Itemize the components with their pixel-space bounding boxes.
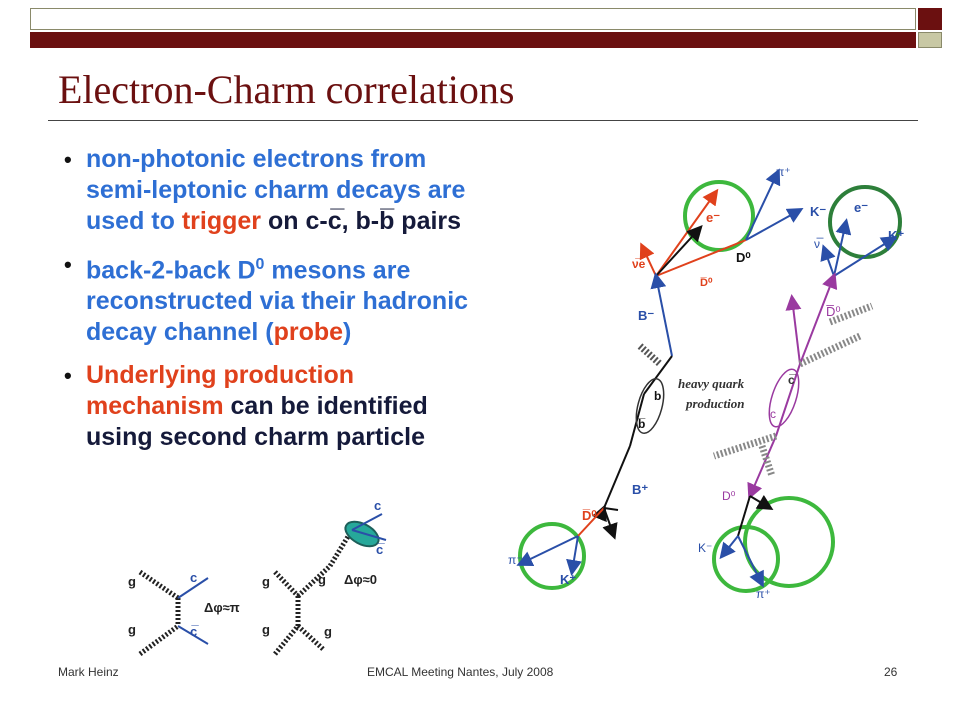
jet-cone <box>344 520 380 548</box>
track <box>591 445 631 523</box>
detection-circle <box>743 496 835 588</box>
header-band-square <box>918 32 942 48</box>
particle-label: K⁺ <box>888 228 904 243</box>
track <box>737 535 764 588</box>
gluon-line <box>296 624 326 652</box>
label-g: g <box>262 574 270 589</box>
gluon-hatch <box>712 432 778 460</box>
label-g: g <box>128 574 136 589</box>
probe-highlight: probe <box>273 318 344 347</box>
track <box>745 208 804 241</box>
particle-label: D̅⁰ <box>582 508 597 523</box>
track <box>749 494 774 511</box>
bullet-item: • non-photonic electrons from semi-lepto… <box>64 145 466 235</box>
slide-title: Electron-Charm correlations <box>58 67 515 112</box>
track <box>650 272 673 357</box>
header-band-bottom <box>30 32 916 48</box>
particle-label: π⁺ <box>776 165 791 179</box>
track <box>833 235 898 277</box>
particle-label: π⁺ <box>756 587 771 601</box>
track <box>566 535 582 576</box>
particle-label: e⁻ <box>706 210 720 225</box>
trigger-highlight: trigger <box>181 207 262 235</box>
b-ellipse <box>635 378 665 434</box>
particle-label: b <box>654 389 661 403</box>
header-accent-square <box>918 8 942 30</box>
header-band-top <box>30 8 916 30</box>
feynman-diagrams: g g c c̅ Δφ≈π c c̅ g g g g Δφ≈0 <box>128 498 387 657</box>
bullet-list: • non-photonic electrons from semi-lepto… <box>60 144 540 465</box>
bullet-dot-icon: • <box>64 363 72 389</box>
gluon-hatch <box>637 343 663 367</box>
particle-label: B⁺ <box>632 482 648 497</box>
bullet-dot-icon: • <box>64 147 72 172</box>
track <box>799 272 838 365</box>
gluon-hatch <box>828 302 874 326</box>
particle-label: K⁻ <box>698 541 712 555</box>
label-c: c <box>190 570 197 585</box>
track <box>655 239 747 277</box>
gluon-line <box>273 624 300 656</box>
page-number: 26 <box>884 665 898 679</box>
footer-event: EMCAL Meeting Nantes, July 2008 <box>367 665 554 679</box>
track <box>603 507 619 511</box>
particle-label: D̅⁰ <box>826 304 841 319</box>
track <box>655 225 703 277</box>
charm-line <box>351 529 387 541</box>
label-heavy-quark: heavy quark <box>678 376 745 391</box>
particle-label: B⁻ <box>638 308 654 323</box>
track <box>643 355 673 395</box>
track <box>833 218 852 277</box>
footer-author: Mark Heinz <box>58 665 119 679</box>
label-g: g <box>262 622 270 637</box>
bullet-item: • back-2-back D0 mesons are reconstructe… <box>60 249 540 348</box>
track <box>516 535 579 566</box>
track <box>577 507 605 537</box>
track <box>737 495 751 537</box>
track <box>747 435 777 500</box>
particle-label: ν̅ <box>814 237 824 251</box>
charm-line <box>177 625 209 645</box>
decay-diagram: heavy quark production e⁻ ν̅e D̅⁰ D⁰ π⁺ … <box>508 165 904 601</box>
gluon-hatch <box>758 444 776 478</box>
particle-label: π⁻ <box>508 553 523 567</box>
label-dphi-pi: Δφ≈π <box>204 600 240 615</box>
particle-label: D̅⁰ <box>700 277 713 289</box>
bullet-item: • Underlying production mechanism can be… <box>64 361 428 452</box>
track <box>820 244 836 277</box>
particle-label: K⁻ <box>810 204 826 219</box>
gluon-line <box>273 570 300 598</box>
track <box>602 507 618 540</box>
label-cbar: c̅ <box>376 542 385 557</box>
track <box>785 294 802 365</box>
particle-label: b̅ <box>638 417 646 431</box>
label-g: g <box>128 622 136 637</box>
gluon-hatch <box>798 332 862 368</box>
particle-label: K⁺ <box>560 572 576 587</box>
label-production: production <box>685 396 745 411</box>
particle-label: D⁰ <box>722 489 736 503</box>
track <box>719 535 739 560</box>
gluon-line <box>138 623 180 657</box>
c-ellipse <box>768 368 800 428</box>
label-g: g <box>318 572 326 587</box>
charm-line <box>351 513 383 531</box>
particle-label: e⁻ <box>854 200 868 215</box>
label-dphi-0: Δφ≈0 <box>344 572 377 587</box>
charm-line <box>177 577 209 599</box>
label-cbar: c̅ <box>190 624 199 639</box>
particle-label: D⁰ <box>736 250 751 265</box>
label-c: c <box>374 498 381 513</box>
bullet-dot-icon: • <box>64 252 72 277</box>
particle-label: c <box>770 407 776 421</box>
particle-label: ν̅e <box>632 257 646 271</box>
label-g: g <box>324 624 332 639</box>
track <box>775 363 801 437</box>
title-divider <box>48 120 918 121</box>
track <box>639 242 657 277</box>
particle-label: c̅ <box>788 373 797 387</box>
gluon-line <box>138 569 180 601</box>
track <box>745 168 781 241</box>
